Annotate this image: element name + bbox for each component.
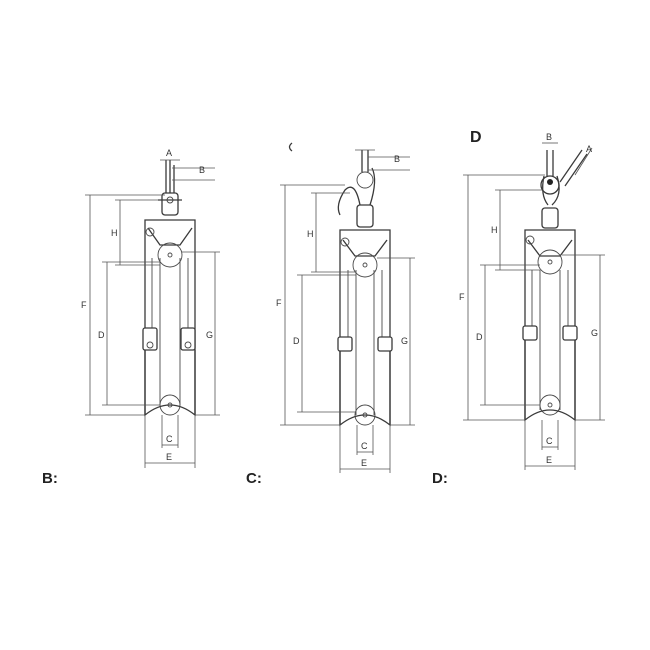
- dim-label-h: H: [307, 229, 314, 239]
- dimension-lines: [280, 149, 415, 473]
- dim-label-h: H: [111, 228, 118, 238]
- pulley-body: [142, 219, 196, 417]
- dim-label-e: E: [546, 455, 552, 465]
- top-shackle: [145, 160, 182, 237]
- caption-b: B:: [42, 470, 58, 487]
- dim-label-b: B: [394, 154, 400, 164]
- dim-label-d: D: [98, 330, 105, 340]
- dim-label-c: C: [546, 436, 553, 446]
- dimension-labels: B H F D G C E: [276, 154, 408, 468]
- dim-label-f: F: [276, 298, 282, 308]
- diagram-c: B H F D G C E C:: [246, 142, 415, 487]
- dim-label-h: H: [491, 225, 498, 235]
- dimension-lines: [463, 142, 605, 470]
- dim-label-e: E: [361, 458, 367, 468]
- dimension-labels: B A H F D G C E: [459, 132, 598, 465]
- dim-label-f: F: [81, 300, 87, 310]
- dim-label-a: A: [166, 148, 172, 158]
- dim-label-b: B: [199, 165, 205, 175]
- dim-label-b: B: [546, 132, 552, 142]
- dim-label-g: G: [206, 330, 213, 340]
- dim-label-f: F: [459, 292, 465, 302]
- partial-header-mark: [288, 142, 293, 152]
- swivel-hook: [540, 149, 588, 229]
- diagram-d: B A H F D G C E D D:: [432, 129, 605, 487]
- dim-label-g: G: [591, 328, 598, 338]
- dim-label-d: D: [293, 336, 300, 346]
- dim-label-d: D: [476, 332, 483, 342]
- caption-d: D:: [432, 470, 448, 487]
- diagram-b: A B H F D G C E B:: [42, 148, 220, 487]
- dim-label-g: G: [401, 336, 408, 346]
- top-hook: [337, 150, 376, 228]
- dimension-labels: A B H F D G C E: [81, 148, 213, 462]
- dimension-lines: [85, 159, 220, 468]
- dim-label-c: C: [166, 434, 173, 444]
- diagram-d-header: D: [470, 129, 482, 146]
- dim-label-e: E: [166, 452, 172, 462]
- dim-label-c: C: [361, 441, 368, 451]
- dim-label-a: A: [586, 144, 592, 154]
- pulley-body: [337, 229, 393, 427]
- caption-c: C:: [246, 470, 262, 487]
- pulley-body: [522, 229, 578, 422]
